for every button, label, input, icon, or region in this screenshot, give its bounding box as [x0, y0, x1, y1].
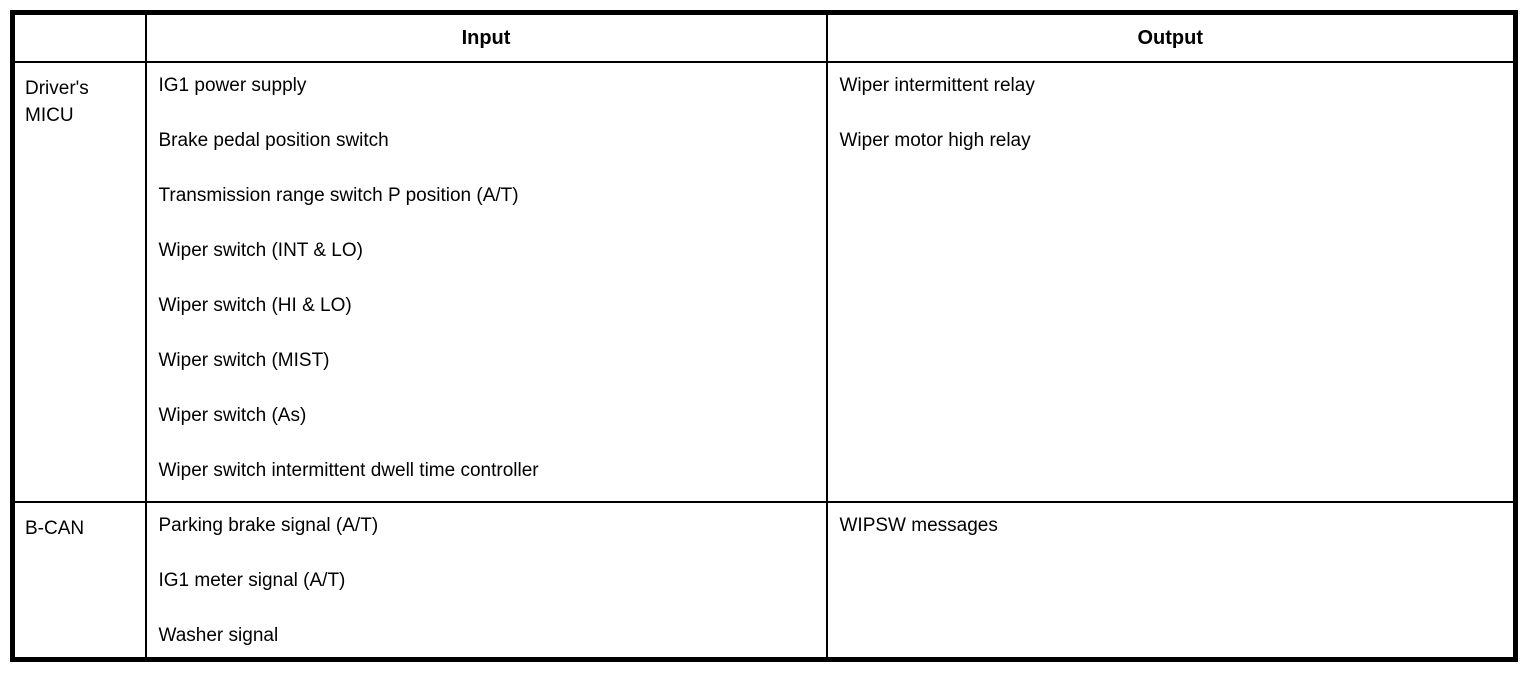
cell-line: IG1 power supply: [158, 75, 307, 96]
table-row-b-can: B-CAN Parking brake signal (A/T) IG1 mete…: [11, 501, 1517, 661]
cell-line: Wiper switch (As): [158, 405, 307, 426]
cell-line: WIPSW messages: [839, 515, 998, 536]
cell-line: Wiper motor high relay: [839, 130, 1031, 151]
cell-line: IG1 meter signal (A/T): [158, 570, 346, 591]
cell-line: Wiper switch (HI & LO): [158, 295, 352, 316]
input-cell-b-can: Parking brake signal (A/T) IG1 meter sign…: [144, 501, 828, 661]
source-cell-drivers-micu: Driver's MICU: [11, 61, 147, 503]
output-cell-b-can: WIPSW messages: [825, 501, 1517, 661]
cell-line: Wiper switch (MIST): [158, 350, 330, 371]
cell-line: Wiper switch intermittent dwell time con…: [158, 460, 539, 481]
header-input: Input: [144, 11, 828, 63]
cell-line: Brake pedal position switch: [158, 130, 389, 151]
header-output: Output: [825, 11, 1517, 63]
cell-line: Wiper switch (INT & LO): [158, 240, 363, 261]
cell-line: Wiper intermittent relay: [839, 75, 1035, 96]
cell-line: Parking brake signal (A/T): [158, 515, 379, 536]
source-cell-b-can: B-CAN: [11, 501, 147, 661]
header-source-blank: [11, 11, 147, 63]
cell-line: Transmission range switch P position (A/…: [158, 185, 519, 206]
cell-line: Washer signal: [158, 625, 279, 646]
input-output-table: Input Output Driver's MICU IG1 power sup…: [10, 10, 1518, 662]
table-header-row: Input Output: [11, 11, 1517, 63]
